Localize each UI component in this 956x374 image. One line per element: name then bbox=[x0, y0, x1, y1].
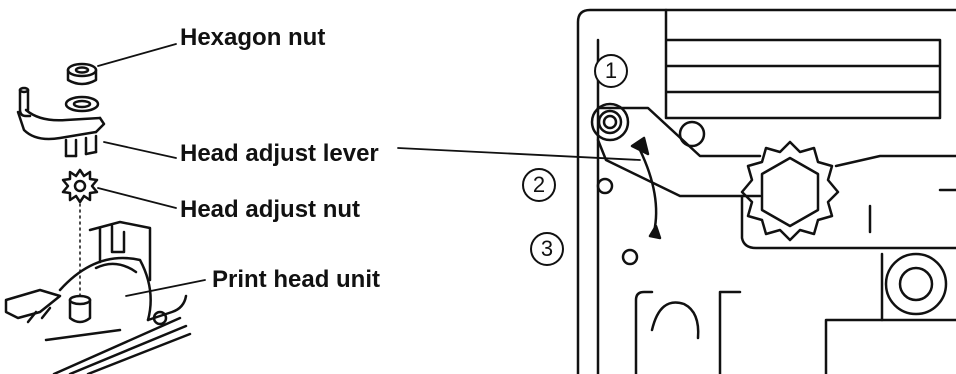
position-2-marker: 2 bbox=[522, 168, 556, 202]
print-head-unit-label: Print head unit bbox=[212, 266, 380, 293]
position-3-marker: 3 bbox=[530, 232, 564, 266]
leader-lines-left bbox=[97, 43, 206, 297]
head-adjust-lever-label: Head adjust lever bbox=[180, 140, 379, 167]
hexagon-nut-part bbox=[66, 62, 98, 86]
washer-part bbox=[64, 95, 100, 113]
head-adjust-nut-part bbox=[61, 168, 99, 204]
mechanism-detail bbox=[397, 8, 956, 374]
head-adjust-lever-part bbox=[16, 86, 106, 158]
head-adjust-nut-label: Head adjust nut bbox=[180, 196, 361, 223]
print-head-unit-part bbox=[4, 220, 192, 374]
position-1-marker: 1 bbox=[594, 54, 628, 88]
hexagon-nut-label: Hexagon nut bbox=[180, 24, 326, 51]
exploded-view bbox=[4, 43, 206, 374]
